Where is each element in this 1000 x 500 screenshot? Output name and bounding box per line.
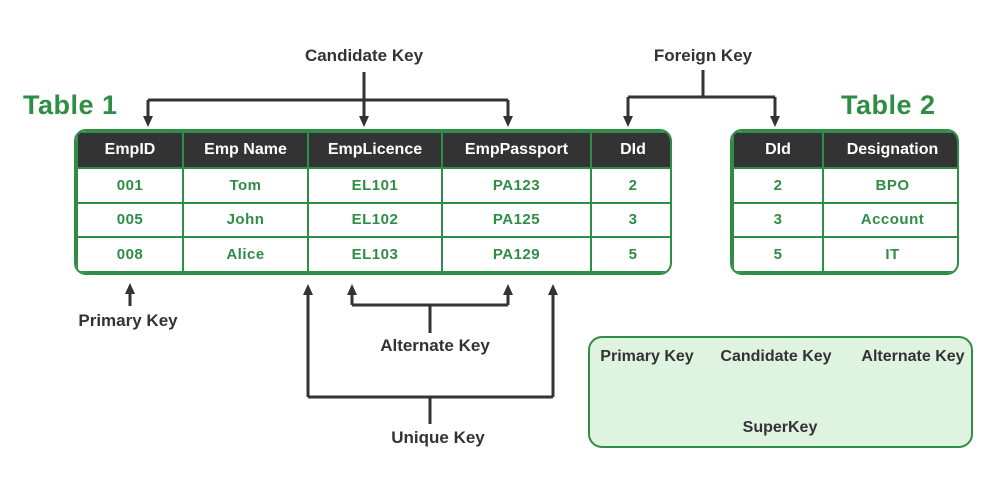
cell: 3 — [590, 201, 670, 239]
alternate-key-arrows — [347, 284, 513, 333]
cell: EL101 — [307, 167, 443, 204]
cell: PA129 — [441, 236, 592, 273]
superkey-legend-box: Primary Key Candidate Key Alternate Key … — [588, 336, 973, 448]
column-header: DId — [732, 131, 824, 169]
cell: EL103 — [307, 236, 443, 273]
cell: John — [182, 201, 309, 239]
cell: PA125 — [441, 201, 592, 239]
cell: EL102 — [307, 201, 443, 239]
cell: Tom — [182, 167, 309, 204]
table2-title: Table 2 — [841, 90, 936, 120]
employee-table: EmpID Emp Name EmpLicence EmpPassport DI… — [76, 131, 670, 273]
foreign-key-arrows — [623, 70, 780, 127]
table2-header-row: DId Designation — [732, 131, 957, 169]
primary-key-label: Primary Key — [78, 311, 178, 330]
column-header: EmpPassport — [441, 131, 592, 169]
foreign-key-label: Foreign Key — [653, 46, 753, 65]
column-header: DId — [590, 131, 670, 169]
legend-candidate-key: Candidate Key — [720, 348, 832, 365]
cell: 2 — [732, 167, 824, 204]
column-header: Designation — [822, 131, 957, 169]
alternate-key-label: Alternate Key — [380, 336, 490, 355]
column-header: EmpLicence — [307, 131, 443, 169]
cell: PA123 — [441, 167, 592, 204]
cell: BPO — [822, 167, 957, 204]
cell: 3 — [732, 201, 824, 239]
cell: 008 — [76, 236, 184, 273]
cell: Account — [822, 201, 957, 239]
legend-superkey: SuperKey — [742, 419, 818, 436]
table1-header-row: EmpID Emp Name EmpLicence EmpPassport DI… — [76, 131, 670, 169]
cell: IT — [822, 236, 957, 273]
designation-table: DId Designation 2 BPO 3 Account 5 IT — [732, 131, 957, 273]
column-header: EmpID — [76, 131, 184, 169]
cell: 001 — [76, 167, 184, 204]
table-row: 2 BPO — [732, 167, 957, 204]
cell: 2 — [590, 167, 670, 204]
unique-key-arrows — [303, 284, 558, 424]
legend-primary-key: Primary Key — [600, 348, 694, 365]
table-row: 005 John EL102 PA125 3 — [76, 201, 670, 239]
table1-title: Table 1 — [23, 90, 118, 120]
cell: 5 — [590, 236, 670, 273]
table-row: 001 Tom EL101 PA123 2 — [76, 167, 670, 204]
cell: Alice — [182, 236, 309, 273]
table-row: 008 Alice EL103 PA129 5 — [76, 236, 670, 273]
table-2: DId Designation 2 BPO 3 Account 5 IT — [730, 129, 959, 275]
candidate-key-arrows — [143, 72, 513, 127]
table-row: 5 IT — [732, 236, 957, 273]
table-1: EmpID Emp Name EmpLicence EmpPassport DI… — [74, 129, 672, 275]
legend-alternate-key: Alternate Key — [861, 348, 965, 365]
cell: 5 — [732, 236, 824, 273]
table-row: 3 Account — [732, 201, 957, 239]
cell: 005 — [76, 201, 184, 239]
column-header: Emp Name — [182, 131, 309, 169]
candidate-key-label: Candidate Key — [304, 46, 424, 65]
unique-key-label: Unique Key — [391, 428, 485, 447]
